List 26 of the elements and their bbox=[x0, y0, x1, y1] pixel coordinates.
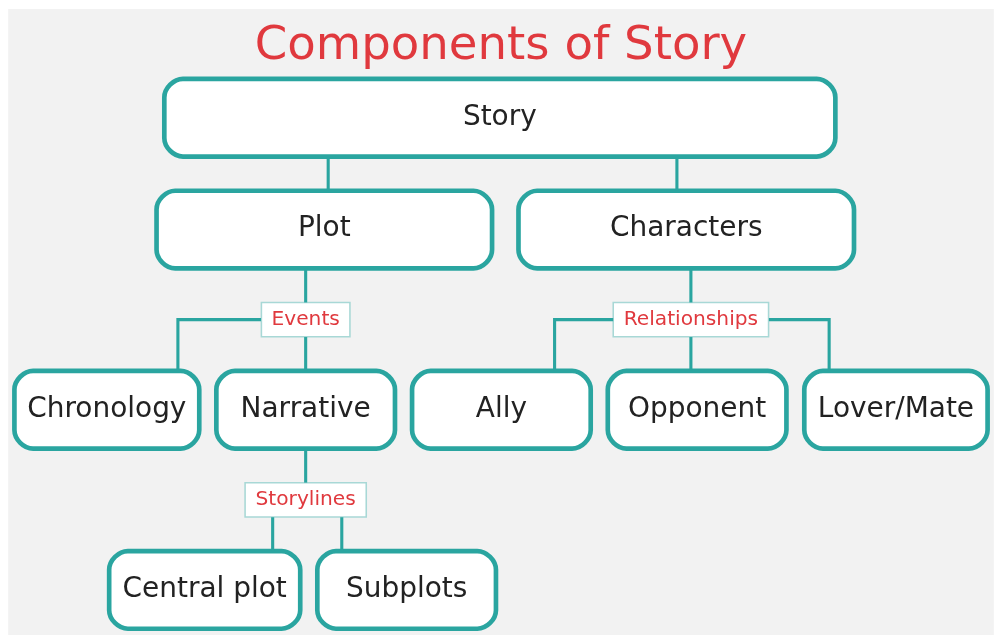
node-box: Subplots bbox=[315, 548, 499, 632]
node-box: Chronology bbox=[12, 368, 202, 451]
connector bbox=[304, 337, 308, 371]
connector bbox=[675, 156, 679, 191]
connector bbox=[304, 449, 308, 483]
node-box: Lover/Mate bbox=[801, 368, 990, 451]
node-box: Opponent bbox=[605, 368, 789, 451]
connector bbox=[326, 156, 330, 191]
diagram-title: Components of Story bbox=[254, 15, 748, 70]
node-box: Central plot bbox=[106, 548, 303, 632]
connector bbox=[176, 318, 261, 371]
node-box: Events bbox=[260, 301, 351, 338]
node-box: Ally bbox=[409, 368, 594, 451]
connector bbox=[304, 268, 308, 303]
connector bbox=[340, 517, 344, 551]
connector bbox=[689, 337, 693, 371]
node-box: Storylines bbox=[244, 482, 368, 518]
node-box: Relationships bbox=[612, 301, 770, 338]
node-box: Characters bbox=[516, 188, 857, 271]
node-box: Story bbox=[162, 76, 838, 159]
node-box: Plot bbox=[154, 188, 495, 271]
connector bbox=[768, 318, 831, 371]
connector bbox=[271, 517, 275, 551]
connector bbox=[689, 268, 693, 303]
node-box: Narrative bbox=[214, 368, 398, 451]
connector bbox=[553, 318, 614, 371]
